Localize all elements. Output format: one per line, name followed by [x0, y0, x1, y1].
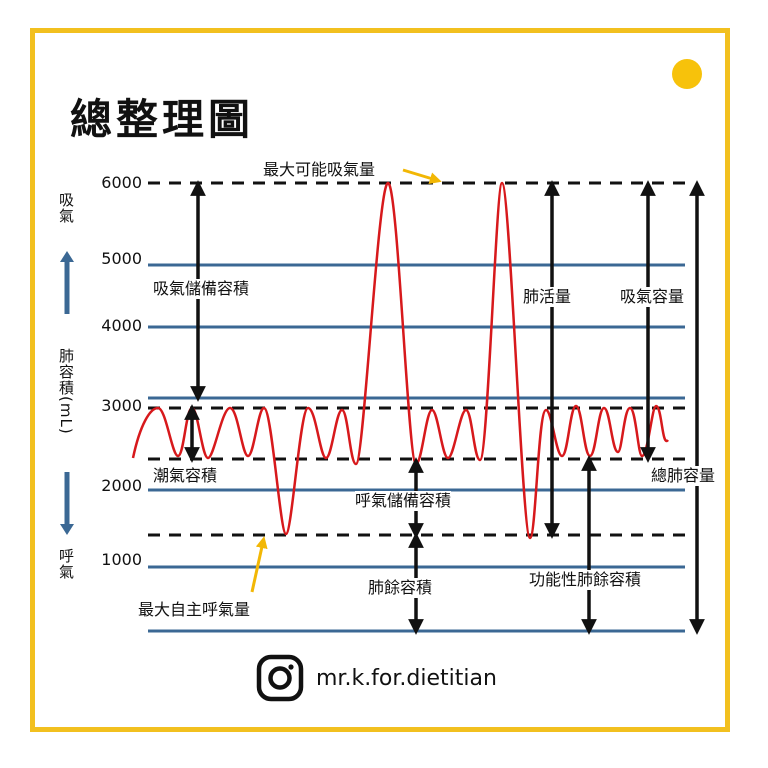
label-total-lung-capacity: 總肺容量	[651, 466, 716, 486]
tick-2000: 2000	[101, 476, 142, 495]
label-tidal-volume: 潮氣容積	[153, 466, 218, 486]
label-inspiratory-capacity: 吸氣容量	[620, 287, 685, 307]
tick-3000: 3000	[101, 396, 142, 415]
label-max-expiration: 最大自主呼氣量	[138, 600, 251, 620]
instagram-handle: mr.k.for.dietitian	[316, 666, 497, 691]
exhale-label: 呼氣	[57, 548, 75, 580]
exhale-arrow-icon	[60, 472, 74, 535]
tick-5000: 5000	[101, 249, 142, 268]
volume-axis-label: 肺容積(mL)	[57, 348, 75, 435]
label-irv: 吸氣儲備容積	[151, 279, 252, 299]
instagram-icon	[256, 654, 304, 702]
page-title: 總整理圖	[70, 95, 255, 144]
label-erv: 呼氣儲備容積	[355, 491, 452, 511]
tick-4000: 4000	[101, 316, 142, 335]
label-vital-capacity: 肺活量	[523, 287, 572, 307]
tick-6000: 6000	[101, 173, 142, 192]
inhale-label: 吸氣	[57, 192, 75, 224]
frame-border	[30, 28, 730, 732]
label-frc: 功能性肺餘容積	[529, 570, 642, 590]
yellow-dot-icon	[672, 59, 702, 89]
max-expiration-pointer-icon	[250, 536, 268, 593]
label-residual-volume: 肺餘容積	[368, 578, 433, 598]
label-max-inspiration: 最大可能吸氣量	[263, 160, 376, 180]
inhale-arrow-icon	[60, 251, 74, 314]
max-inspiration-pointer-icon	[402, 168, 442, 185]
tick-1000: 1000	[101, 550, 142, 569]
